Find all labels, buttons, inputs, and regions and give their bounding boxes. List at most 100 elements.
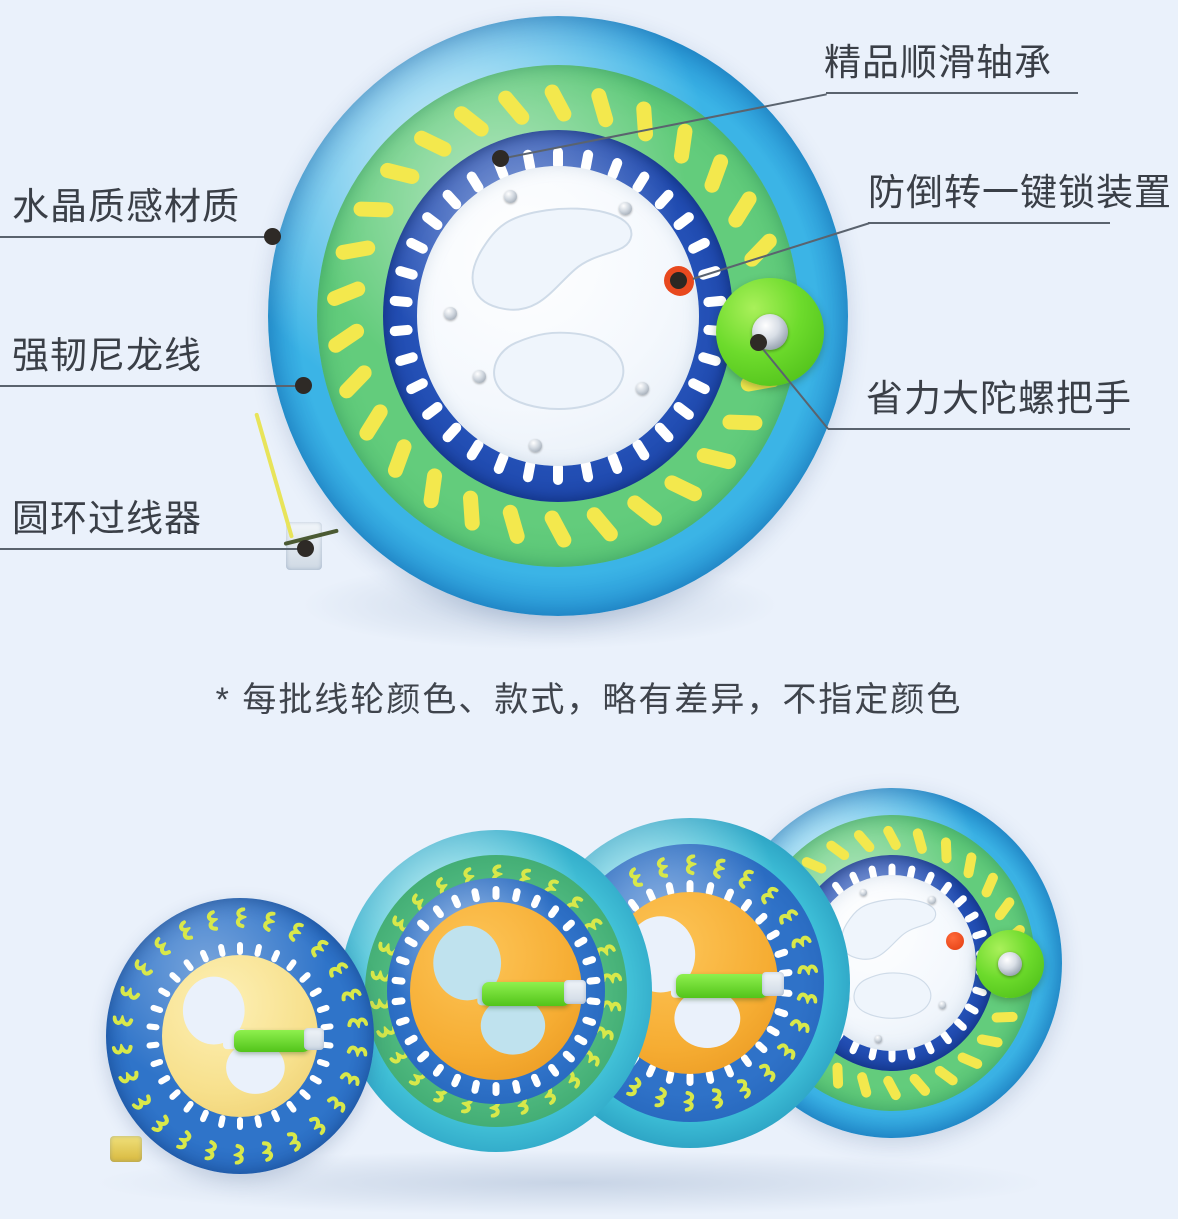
callout-crystal-material-label: 水晶质感材质 (12, 186, 240, 227)
s-wave-mark (600, 997, 622, 1013)
s-wave-mark (625, 1075, 646, 1100)
yellow-slash (500, 503, 527, 546)
yellow-slash (325, 320, 367, 356)
s-wave-mark (338, 1068, 362, 1088)
variant3-bar-clip (762, 972, 784, 996)
callout-ring-line-guide-leader (0, 548, 305, 550)
variant1-s-mark-ring (106, 898, 374, 1174)
yellow-slash (932, 1063, 960, 1088)
hero-hub-cutouts (417, 166, 699, 466)
white-dash (237, 942, 243, 955)
hub-screw (938, 1001, 947, 1010)
s-wave-mark (118, 984, 142, 1004)
yellow-slash (881, 824, 903, 852)
variant4-lock-button (946, 932, 964, 950)
s-wave-mark (734, 1075, 755, 1100)
s-wave-mark (709, 857, 727, 881)
s-wave-mark (111, 1042, 134, 1058)
yellow-slash (589, 86, 616, 129)
s-wave-mark (284, 919, 305, 944)
s-wave-mark (592, 1022, 616, 1042)
white-dash (581, 1015, 597, 1027)
yellow-slash (695, 446, 738, 471)
yellow-slash (462, 490, 481, 532)
white-dash (389, 324, 414, 337)
variant2-bar-handle (482, 982, 570, 1006)
callout-nylon-line-label: 强韧尼龙线 (12, 335, 202, 376)
s-wave-mark (653, 857, 671, 881)
s-wave-mark (788, 931, 812, 951)
s-wave-mark (346, 1014, 369, 1030)
yellow-slash (422, 467, 444, 510)
white-dash (581, 955, 597, 967)
yellow-slash (702, 152, 731, 195)
hub-screw (859, 888, 868, 897)
hub-screw (444, 306, 458, 320)
white-dash (237, 1117, 243, 1130)
yellow-slash (940, 837, 952, 864)
hub-screw (472, 369, 486, 383)
yellow-slash (979, 871, 1000, 899)
s-wave-mark (306, 1112, 330, 1136)
s-wave-mark (592, 940, 616, 960)
callout-smooth-bearing-label: 精品顺滑轴承 (824, 42, 1052, 83)
yellow-slash (378, 161, 421, 186)
white-dash (391, 976, 406, 985)
variant3-bar-handle (676, 974, 768, 998)
callout-nylon-line-leader (0, 385, 303, 387)
s-wave-mark (233, 1143, 247, 1165)
yellow-slash (541, 507, 575, 551)
yellow-slash (722, 414, 763, 431)
s-wave-mark (175, 1128, 196, 1153)
variant1-bar-handle (234, 1030, 310, 1052)
white-dash (394, 351, 419, 368)
white-dash (316, 1058, 331, 1068)
callout-anti-reverse-lock-label: 防倒转一键锁装置 (868, 172, 1172, 213)
hub-screw (874, 1034, 883, 1043)
callout-gyro-handle-label: 省力大陀螺把手 (866, 378, 1132, 419)
yellow-slash (911, 827, 929, 855)
yellow-slash (353, 201, 394, 218)
hub-screw (619, 201, 633, 215)
s-wave-mark (788, 1015, 812, 1035)
white-dash (394, 264, 419, 281)
s-wave-mark (112, 1014, 134, 1029)
s-wave-mark (756, 883, 780, 907)
white-dash (686, 1072, 694, 1086)
white-dash (511, 1079, 522, 1095)
yellow-slash (334, 239, 377, 262)
s-wave-mark (175, 919, 196, 944)
yellow-slash (741, 230, 780, 270)
hub-cutout-shapes (471, 207, 633, 410)
variant4-hub-cutouts (808, 875, 976, 1051)
s-wave-mark (683, 1090, 697, 1112)
callout-gyro-handle-dot (750, 334, 767, 351)
s-wave-mark (118, 1068, 142, 1088)
yellow-slash (907, 1071, 933, 1098)
white-dash (492, 1082, 500, 1096)
white-dash (146, 1023, 160, 1031)
s-wave-mark (346, 1043, 368, 1058)
s-wave-mark (600, 969, 623, 985)
s-wave-mark (203, 1139, 221, 1163)
hub-screw (528, 438, 542, 452)
yellow-slash (991, 1011, 1018, 1023)
hero-kite-reel-image (268, 16, 848, 616)
yellow-slash (855, 1071, 873, 1099)
s-wave-mark (325, 1092, 350, 1115)
callout-ring-line-guide-label: 圆环过线器 (12, 498, 202, 539)
s-wave-mark (625, 866, 646, 891)
s-wave-mark (796, 990, 818, 1005)
nylon-line-upper (254, 412, 294, 539)
white-dash (316, 1004, 331, 1014)
s-wave-mark (325, 958, 350, 981)
s-wave-mark (756, 1059, 780, 1083)
s-wave-mark (234, 907, 247, 929)
s-wave-mark (796, 961, 819, 977)
s-wave-mark (131, 1092, 156, 1115)
white-dash (511, 887, 522, 903)
yellow-slash (661, 472, 705, 504)
s-wave-mark (259, 910, 277, 934)
white-dash (395, 955, 411, 967)
